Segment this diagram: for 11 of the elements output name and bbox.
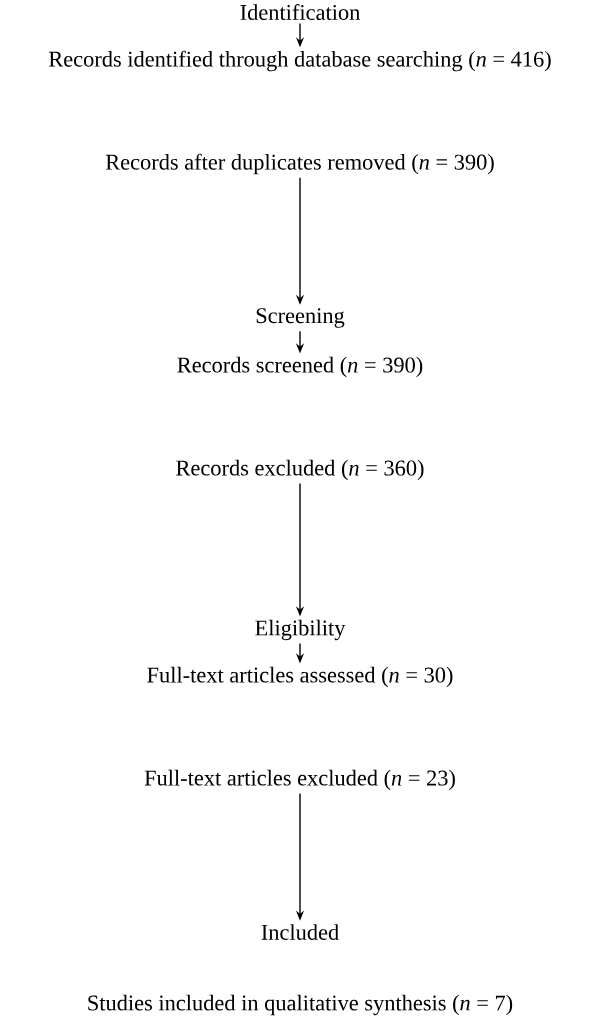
step-text: Eligibility [255,619,346,641]
step-text: Studies included in qualitative synthesis (n = 7) [88,994,513,1016]
step-text: Records identified through database searching (n = 416) [48,50,551,72]
step-text: Included [261,924,339,940]
step-text: Identification [240,4,360,20]
step-text: Records after duplicates removed (n = 390) [105,153,494,175]
step-text: Records excluded (n = 360) [176,459,424,481]
step-text: Screening [256,308,345,328]
step-text: Full-text articles excluded (n = 23) [144,769,455,791]
step-text: Full-text articles assessed (n = 30) [147,666,453,688]
step-text: Records screened (n = 390) [177,356,423,378]
